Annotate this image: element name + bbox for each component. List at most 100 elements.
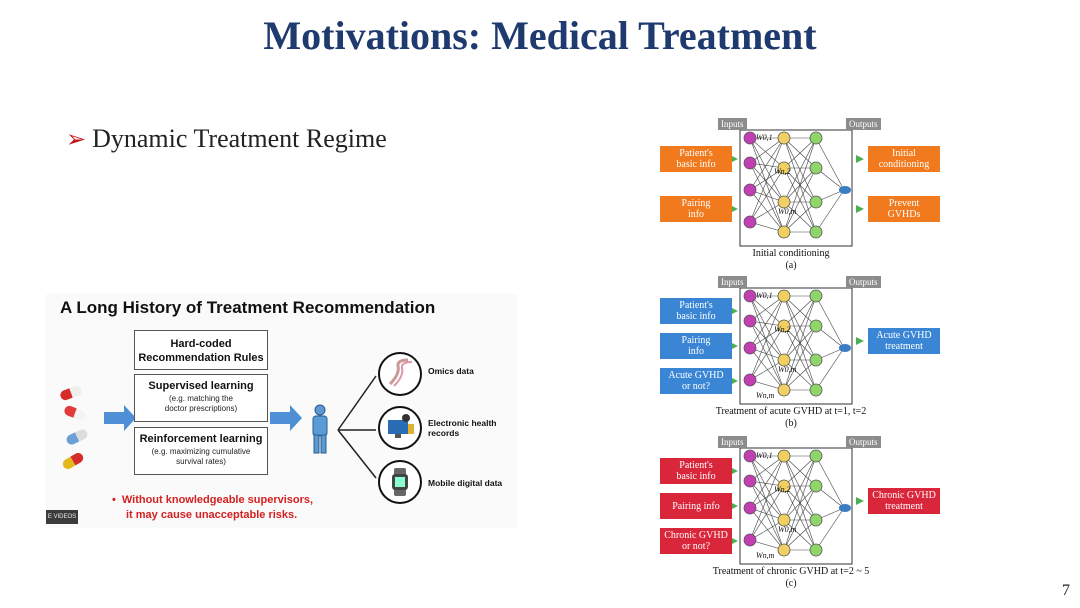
method-title: Supervised learning	[148, 380, 254, 392]
weight-label: W0,1	[756, 451, 773, 460]
network-edge	[749, 162, 785, 203]
network-edge	[783, 455, 817, 521]
network-frame	[739, 287, 853, 405]
output-box: Acute GVHD treatment	[868, 328, 940, 354]
weight-label: W0,1	[756, 291, 773, 300]
network-edge	[749, 295, 785, 391]
input-node	[743, 215, 757, 229]
outputs-tag: Outputs	[846, 436, 881, 448]
network-edge	[749, 295, 785, 381]
method-title: Reinforcement learning	[139, 433, 263, 445]
output-arrow-icon	[856, 337, 864, 345]
network-frame	[739, 129, 853, 247]
input-node	[743, 131, 757, 145]
network-edge	[749, 347, 785, 391]
network-edge	[749, 480, 785, 551]
hidden-node	[809, 449, 823, 463]
method-subtitle: (e.g. matching the doctor prescriptions)	[164, 394, 238, 413]
input-node	[743, 449, 757, 463]
weight-label: W0,m	[778, 207, 797, 216]
outputs-tag: Outputs	[846, 118, 881, 130]
network-edge	[749, 295, 785, 349]
mobile-watch-icon	[378, 460, 422, 504]
input-box: Patient's basic info	[660, 458, 732, 484]
inputs-tag: Inputs	[718, 436, 747, 448]
hidden-node	[809, 161, 823, 175]
network-edge	[749, 137, 785, 233]
omics-dna-icon	[378, 352, 422, 396]
input-arrow-icon	[730, 377, 738, 385]
network-edge	[783, 295, 817, 327]
network-edge	[749, 455, 785, 541]
network-edge	[815, 137, 845, 191]
patient-icon	[312, 404, 328, 454]
right-arrow-icon	[270, 405, 302, 431]
method-box-rules: Hard-coded Recommendation Rules	[134, 330, 268, 370]
arrow-bullet-icon: ➢	[66, 126, 87, 153]
network-frame	[739, 447, 853, 565]
input-arrow-icon	[730, 155, 738, 163]
input-arrow-icon	[730, 467, 738, 475]
network-edge	[749, 455, 785, 521]
network-edge	[749, 137, 785, 169]
diagram-caption: Treatment of chronic GVHD at t=2 ~ 5	[712, 566, 870, 577]
output-box: Prevent GVHDs	[868, 196, 940, 222]
network-edge	[749, 325, 785, 349]
network-edge	[749, 295, 785, 327]
network-edge	[815, 347, 845, 391]
weight-label: W0,m	[778, 525, 797, 534]
hidden-node	[777, 353, 791, 367]
output-arrow-icon	[856, 155, 864, 163]
figure-heading: A Long History of Treatment Recommendati…	[60, 298, 436, 317]
slide-title: Motivations: Medical Treatment	[263, 13, 817, 58]
outputs-tag: Outputs	[846, 276, 881, 288]
network-edge	[749, 455, 785, 482]
network-edge	[783, 137, 817, 233]
hidden-node	[777, 543, 791, 557]
network-edge	[749, 137, 785, 223]
weight-label: Wn,2	[774, 485, 791, 494]
bullet-item: ➢ Dynamic Treatment Regime	[66, 124, 387, 154]
hidden-node	[809, 225, 823, 239]
source-label-ehr: Electronic health records	[428, 418, 497, 438]
hidden-node	[777, 449, 791, 463]
network-edge	[749, 167, 785, 223]
hidden-node	[777, 289, 791, 303]
hidden-node	[809, 479, 823, 493]
input-box: Patient's basic info	[660, 146, 732, 172]
input-arrow-icon	[730, 205, 738, 213]
network-graph: W0,1Wn,2W0,mWn,m	[730, 447, 864, 565]
input-box: Pairing info	[660, 196, 732, 222]
corner-badge: E VIDEOS	[46, 510, 78, 524]
hidden-node	[809, 513, 823, 527]
hidden-node	[777, 195, 791, 209]
method-subtitle: (e.g. maximizing cumulative survival rat…	[151, 447, 251, 466]
network-edge	[749, 507, 785, 551]
network-edge	[749, 359, 785, 381]
diagram-sublabel: (a)	[785, 260, 797, 271]
network-edge	[749, 455, 785, 487]
input-node	[743, 474, 757, 488]
network-edge	[815, 295, 845, 349]
input-node	[743, 183, 757, 197]
network-edge	[749, 320, 785, 391]
method-box-reinforcement: Reinforcement learning (e.g. maximizing …	[134, 427, 268, 475]
hidden-node	[777, 319, 791, 333]
figure-arrows	[104, 375, 377, 479]
network-edge	[749, 201, 785, 223]
network-edge	[783, 359, 817, 391]
hidden-node	[809, 289, 823, 303]
method-box-supervised: Supervised learning (e.g. matching the d…	[134, 374, 268, 422]
weight-label: Wn,2	[774, 325, 791, 334]
input-node	[743, 156, 757, 170]
network-edge	[783, 455, 817, 551]
hidden-node	[809, 131, 823, 145]
input-node	[743, 373, 757, 387]
network-edge	[783, 295, 817, 391]
weight-label: W0,m	[778, 365, 797, 374]
network-edge	[749, 320, 785, 361]
warning-text: •Without knowledgeable supervisors, it m…	[112, 494, 314, 521]
network-edge	[749, 485, 785, 541]
network-graph: W0,1Wn,2W0,m	[730, 129, 864, 247]
